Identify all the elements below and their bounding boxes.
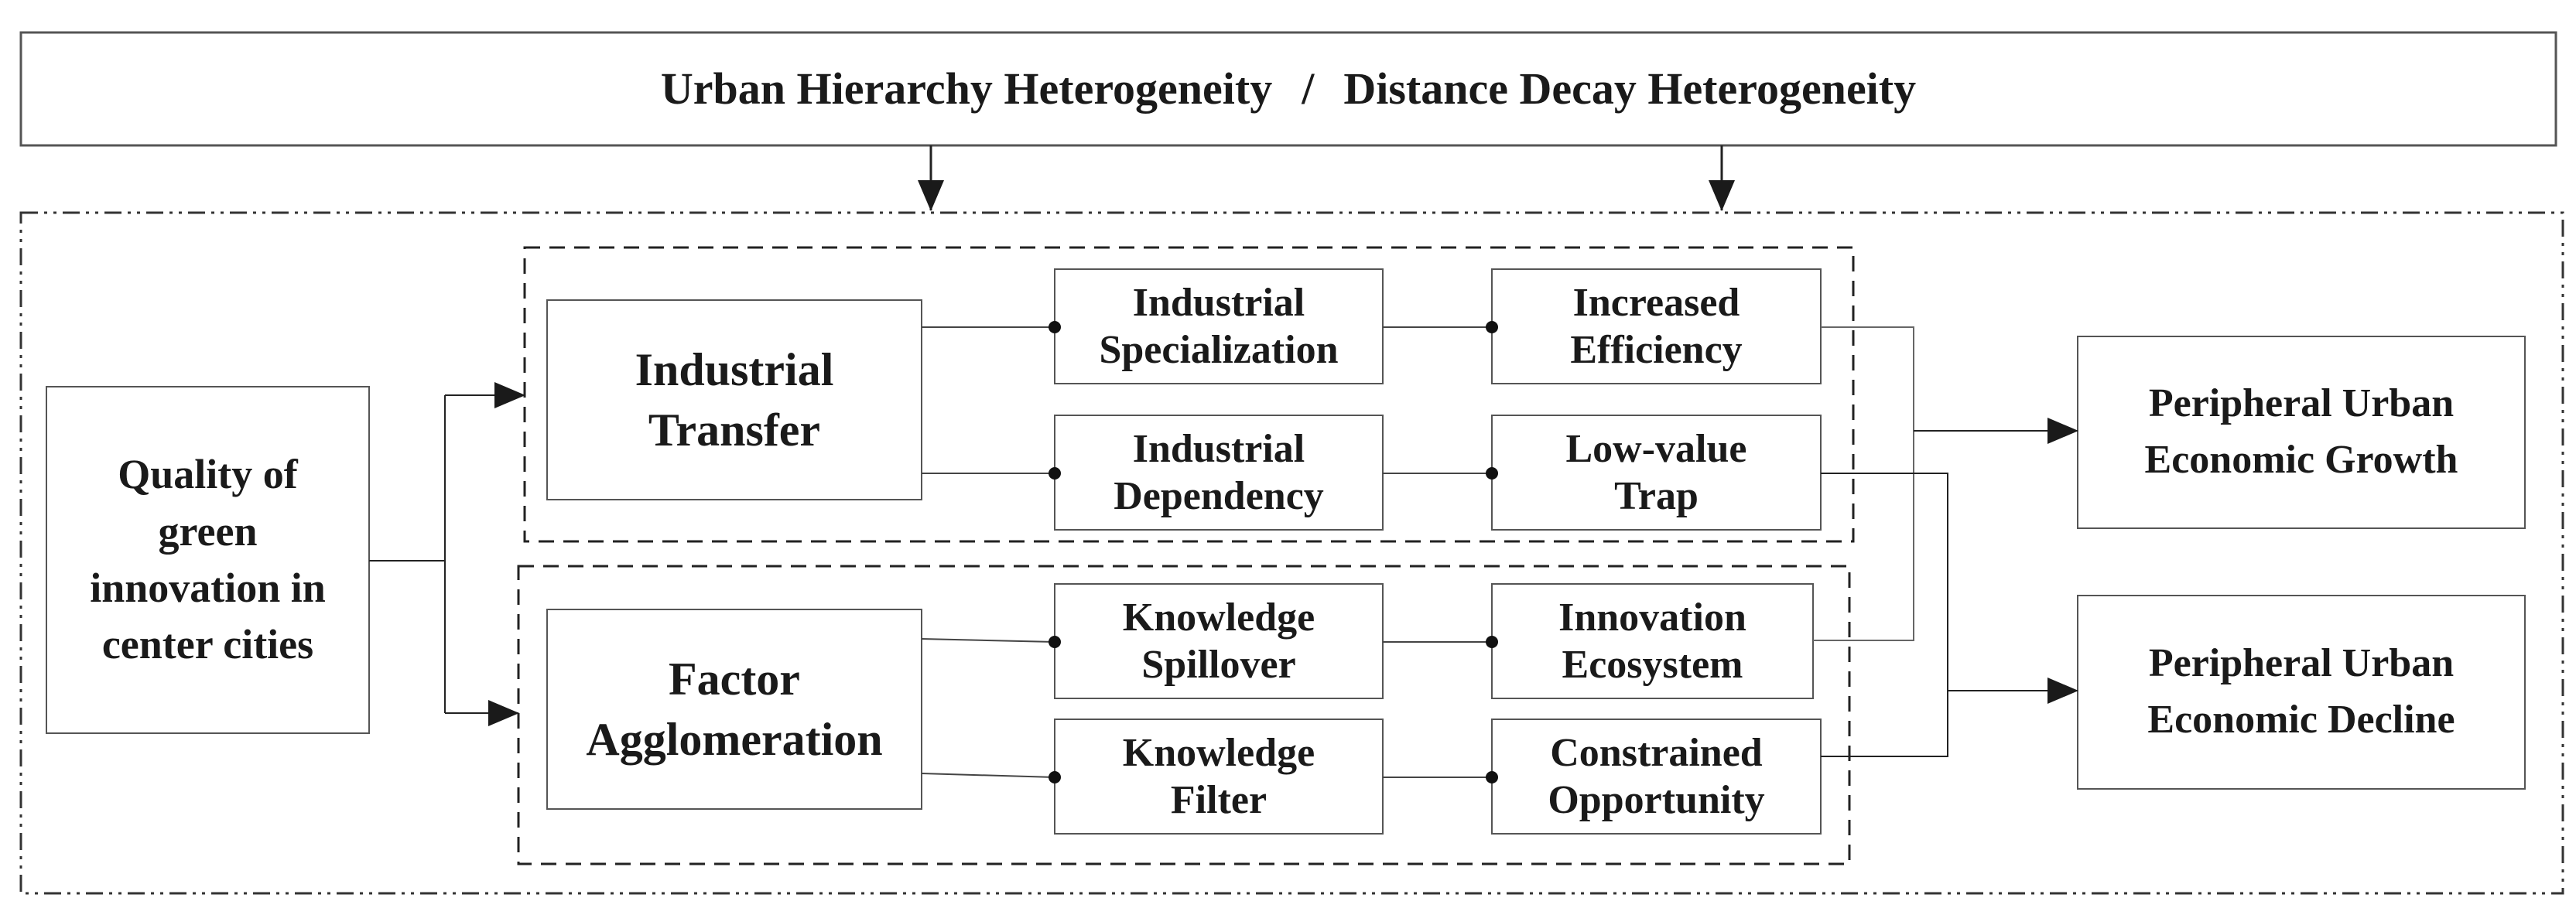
line-efficiency-growth	[1821, 326, 1914, 431]
knowledge-filter-box	[1054, 719, 1384, 835]
header-title: Urban Hierarchy Heterogeneity / Distance…	[21, 32, 2556, 145]
low-value-trap-label: Low-value Trap	[1565, 426, 1747, 518]
line-ecosystem-growth	[1813, 431, 1914, 641]
dot-ecosystem	[1486, 636, 1498, 648]
heterogeneity-header-box	[19, 31, 2557, 147]
line-opportunity-decline	[1821, 691, 1948, 757]
innovation-ecosystem-label: Innovation Ecosystem	[1558, 595, 1746, 687]
dot-spillover	[1049, 636, 1061, 648]
header-separator: /	[1302, 63, 1315, 114]
industrial-transfer-label: Industrial Transfer	[635, 344, 834, 456]
dot-trap	[1486, 467, 1498, 480]
constrained-opportunity-label: Constrained Opportunity	[1548, 730, 1765, 822]
low-value-trap-box	[1491, 415, 1822, 531]
line-agglomeration-filter	[921, 773, 1055, 778]
outer-container	[19, 211, 2564, 895]
knowledge-filter-label: Knowledge Filter	[1122, 730, 1315, 822]
economic-growth-box	[2077, 336, 2526, 529]
industrial-transfer-box	[546, 299, 922, 500]
industrial-specialization-label: Industrial Specialization	[1099, 280, 1339, 372]
economic-decline-box	[2077, 595, 2526, 790]
dot-efficiency	[1486, 321, 1498, 333]
dot-dependency	[1049, 467, 1061, 480]
increased-efficiency-label: Increased Efficiency	[1570, 280, 1743, 372]
header-right-label: Distance Decay Heterogeneity	[1343, 63, 1917, 114]
source-box	[46, 386, 370, 734]
line-trap-decline	[1821, 473, 1948, 691]
economic-growth-label: Peripheral Urban Economic Growth	[2144, 381, 2458, 482]
industrial-dependency-label: Industrial Dependency	[1114, 426, 1324, 518]
dot-filter	[1049, 771, 1061, 783]
source-label: Quality of green innovation in center ci…	[90, 451, 326, 668]
dot-opportunity	[1486, 771, 1498, 783]
header-left-label: Urban Hierarchy Heterogeneity	[660, 63, 1273, 114]
line-agglomeration-spillover	[921, 638, 1055, 643]
factor-agglomeration-label: Factor Agglomeration	[586, 654, 883, 765]
knowledge-spillover-label: Knowledge Spillover	[1122, 595, 1315, 687]
increased-efficiency-box	[1491, 268, 1822, 384]
knowledge-spillover-box	[1054, 583, 1384, 699]
constrained-opportunity-box	[1491, 719, 1822, 835]
dot-specialization	[1049, 321, 1061, 333]
factor-agglomeration-box	[546, 609, 922, 810]
economic-decline-label: Peripheral Urban Economic Decline	[2147, 641, 2455, 742]
